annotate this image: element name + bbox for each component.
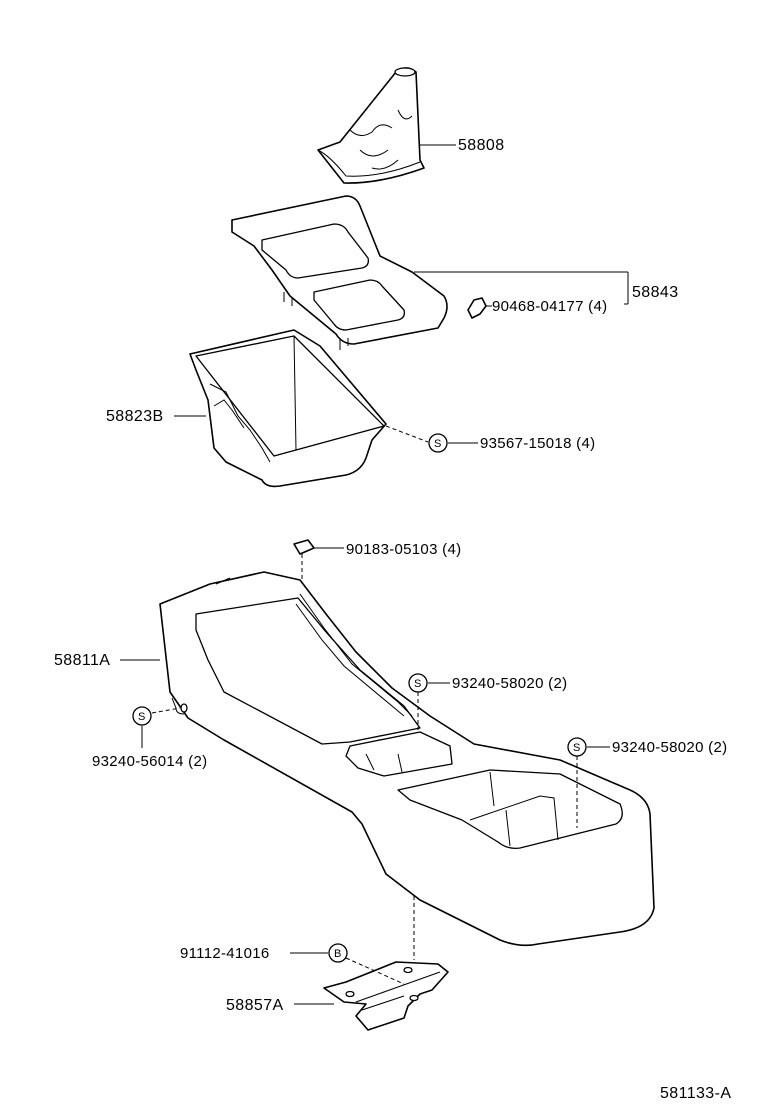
label-58857a: 58857A [226, 997, 284, 1014]
part-console-box [189, 329, 387, 488]
label-93567-15018: 93567-15018 (4) [480, 435, 595, 452]
label-93240-56014: 93240-56014 (2) [92, 753, 207, 770]
clip-icon-90468 [467, 297, 487, 319]
bolt-symbol-91112: B [334, 948, 341, 960]
label-90183-05103: 90183-05103 (4) [346, 541, 461, 558]
label-93240-58020-a: 93240-58020 (2) [452, 675, 567, 692]
figure-id: 581133-A [660, 1085, 731, 1102]
screw-symbol-93240-b: S [573, 742, 580, 754]
screw-icon-93567 [428, 433, 448, 453]
part-shift-panel [231, 195, 448, 350]
label-91112-41016: 91112-41016 [180, 945, 270, 962]
screw-symbol-93240-a: S [414, 678, 421, 690]
label-93240-58020-b: 93240-58020 (2) [612, 739, 727, 756]
part-shift-boot [317, 67, 425, 184]
screw-symbol-93567: S [434, 438, 441, 450]
screw-symbol-93240-56014: S [138, 711, 145, 723]
label-58811a: 58811A [54, 652, 110, 669]
part-bracket [323, 961, 449, 1031]
bolt-icon-91112 [328, 943, 348, 963]
part-console-body [159, 571, 655, 947]
label-90468-04177: 90468-04177 (4) [492, 298, 607, 315]
label-58843: 58843 [632, 284, 679, 301]
label-58808: 58808 [458, 137, 505, 154]
clip-icon-90183 [293, 539, 315, 555]
label-58823b: 58823B [106, 408, 164, 425]
screw-icon-93240-56014 [132, 706, 152, 726]
